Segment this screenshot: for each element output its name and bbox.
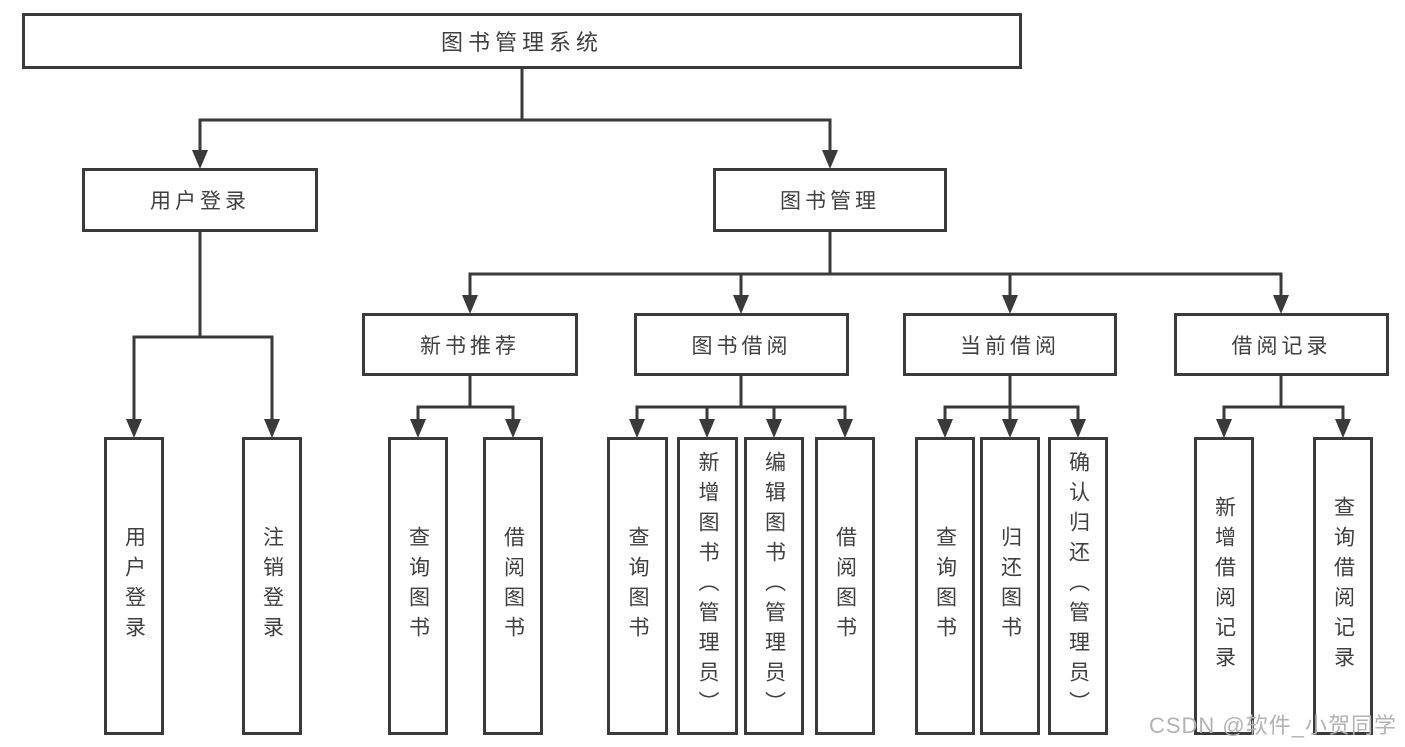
leaf-label: 新增图书（管理员）	[696, 451, 719, 721]
leaf-label: 注销登录	[260, 526, 284, 646]
connector-root	[198, 67, 832, 153]
arrowhead-icon	[1002, 295, 1018, 314]
leaf-records-add-record: 新增借阅记录	[1194, 437, 1254, 735]
node-new-book-recommend: 新书推荐	[362, 313, 578, 376]
leaf-label: 查询图书	[626, 526, 649, 646]
leaf-user-login: 用户登录	[104, 437, 164, 735]
leaf-label: 归还图书	[998, 526, 1022, 646]
leaf-records-query-record: 查询借阅记录	[1313, 437, 1373, 735]
arrowhead-icon	[1002, 419, 1018, 438]
node-label: 借阅记录	[1231, 334, 1332, 358]
arrowhead-icon	[822, 150, 838, 169]
leaf-current-query-books: 查询图书	[915, 437, 975, 735]
arrowhead-icon	[505, 419, 521, 438]
arrowhead-icon	[629, 419, 645, 438]
leaf-label: 新增借阅记录	[1212, 496, 1236, 676]
node-label: 图书管理	[780, 190, 880, 213]
node-label: 图书借阅	[691, 334, 792, 358]
arrowhead-icon	[264, 419, 280, 438]
arrowhead-icon	[1070, 419, 1086, 438]
connector-book-mgmt	[468, 230, 1283, 298]
arrowhead-icon	[192, 150, 208, 169]
arrowhead-icon	[126, 419, 142, 438]
node-label: 用户登录	[150, 190, 250, 213]
leaf-current-return-books: 归还图书	[980, 437, 1040, 735]
leaf-borrow-borrow-books: 借阅图书	[815, 437, 875, 735]
node-label: 当前借阅	[960, 334, 1060, 358]
leaf-borrow-add-books-admin: 新增图书（管理员）	[677, 437, 738, 735]
node-book-borrow: 图书借阅	[634, 313, 849, 376]
leaf-label: 借阅图书	[501, 526, 525, 646]
watermark: CSDN @软件_小贺同学	[1148, 713, 1397, 738]
connector-records	[1222, 374, 1345, 422]
arrowhead-icon	[837, 419, 853, 438]
leaf-label: 查询图书	[933, 526, 957, 646]
arrowhead-icon	[1273, 295, 1289, 314]
leaf-borrow-edit-books-admin: 编辑图书（管理员）	[744, 437, 804, 735]
leaf-label: 查询借阅记录	[1331, 496, 1355, 676]
arrowhead-icon	[1335, 419, 1351, 438]
node-book-mgmt-group: 图书管理	[713, 168, 947, 232]
connector-borrow	[635, 374, 847, 422]
leaf-recommend-borrow-books: 借阅图书	[483, 437, 543, 735]
node-root: 图书管理系统	[22, 13, 1022, 69]
arrowhead-icon	[1216, 419, 1232, 438]
node-label: 新书推荐	[420, 334, 520, 358]
leaf-recommend-query-books: 查询图书	[388, 437, 448, 735]
arrowhead-icon	[462, 295, 478, 314]
connector-recommend	[416, 374, 515, 422]
node-borrow-records: 借阅记录	[1174, 313, 1389, 376]
leaf-logout: 注销登录	[242, 437, 302, 735]
leaf-label: 确认归还（管理员）	[1066, 451, 1090, 721]
arrowhead-icon	[937, 419, 953, 438]
node-user-login-group: 用户登录	[82, 168, 318, 232]
arrowhead-icon	[766, 419, 782, 438]
leaf-label: 借阅图书	[833, 526, 857, 646]
node-root-label: 图书管理系统	[440, 30, 603, 55]
connector-current	[943, 374, 1080, 422]
arrowhead-icon	[699, 419, 715, 438]
leaf-label: 查询图书	[406, 526, 430, 646]
leaf-label: 用户登录	[122, 526, 146, 646]
leaf-borrow-query-books: 查询图书	[607, 437, 668, 735]
leaf-current-confirm-return-admin: 确认归还（管理员）	[1048, 437, 1108, 735]
arrowhead-icon	[410, 419, 426, 438]
leaf-label: 编辑图书（管理员）	[762, 451, 786, 721]
arrowhead-icon	[733, 295, 749, 314]
node-current-borrow: 当前借阅	[903, 313, 1117, 376]
connector-user-login	[132, 230, 274, 422]
